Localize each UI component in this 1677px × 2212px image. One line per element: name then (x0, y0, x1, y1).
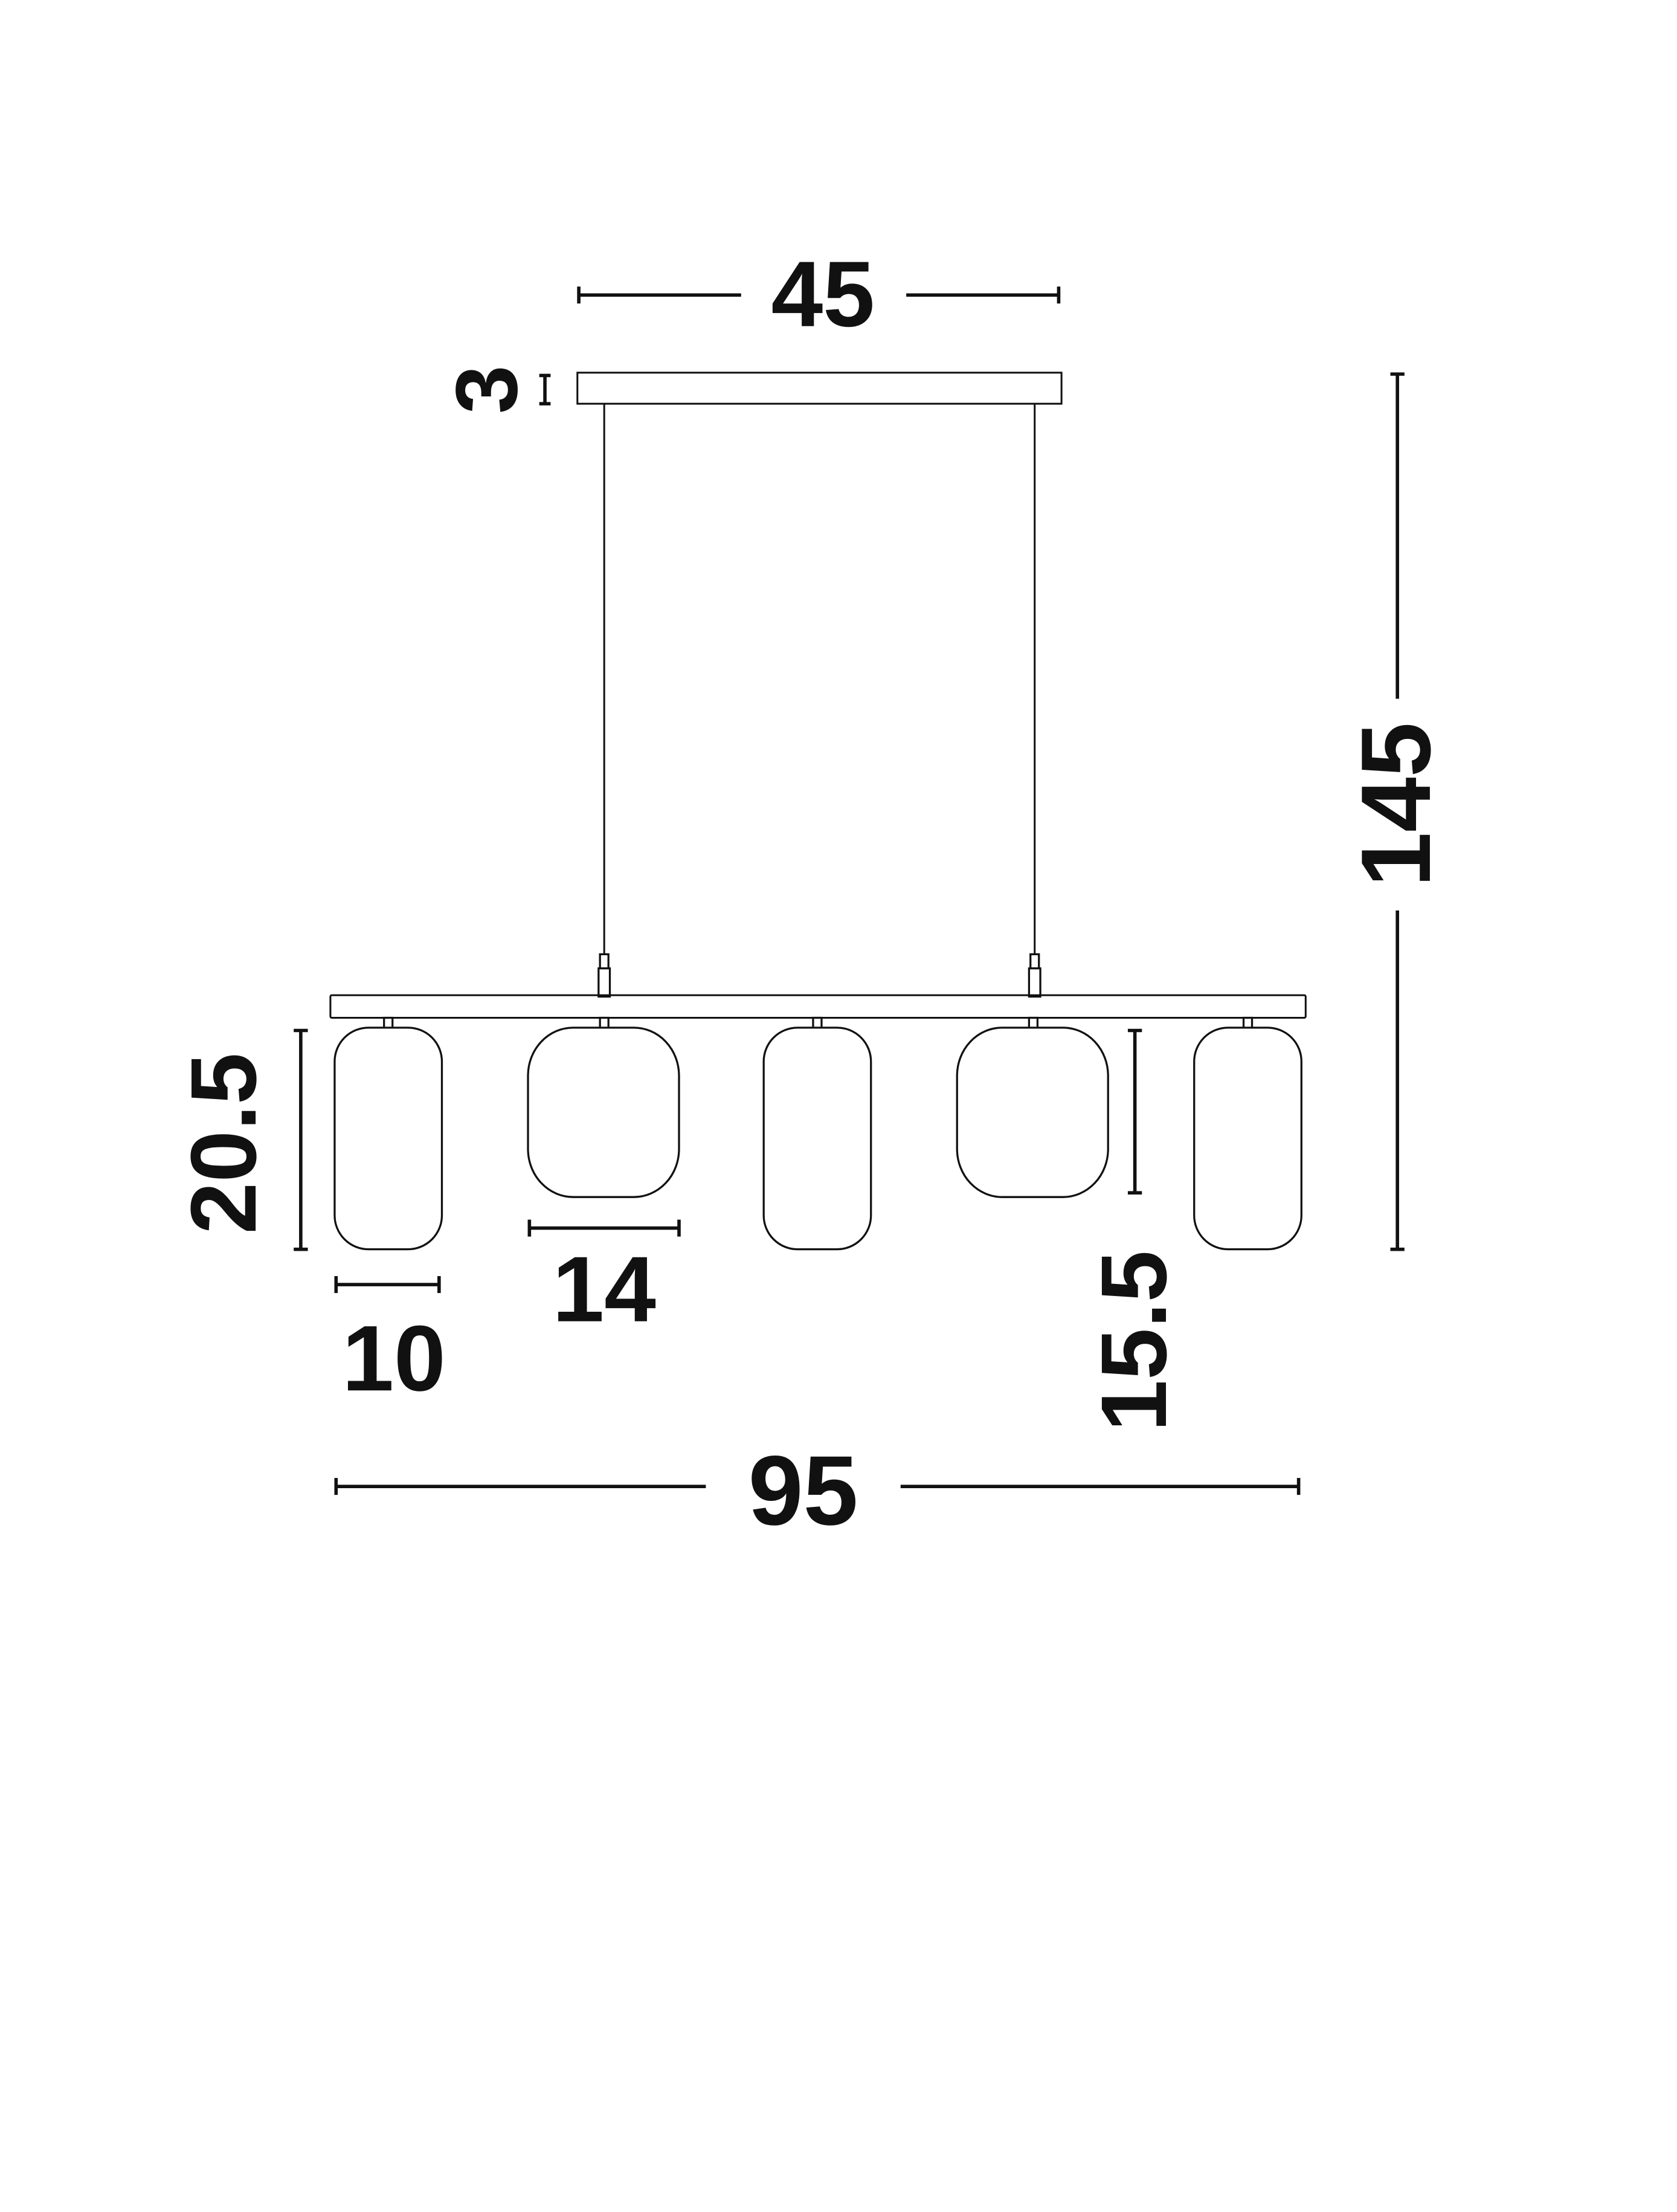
total-height-dimension: 145 (1341, 372, 1451, 1251)
wide-shade-height-dimension: 15.5 (1081, 1028, 1186, 1432)
canopy-width-label: 45 (771, 242, 875, 346)
wide-shade (956, 1016, 1109, 1198)
wide-shade-width-dimension: 14 (527, 1219, 681, 1341)
glass-shades (333, 1016, 1302, 1251)
total-height-label: 145 (1341, 722, 1451, 887)
canopy-height-label: 3 (437, 366, 535, 414)
ceiling-canopy (576, 372, 1063, 405)
canopy-height-dimension: 3 (437, 366, 551, 414)
narrow-shade-height-label: 20.5 (171, 1053, 275, 1234)
wide-shade-width-label: 14 (552, 1237, 656, 1341)
canopy-width-dimension: 45 (577, 242, 1061, 346)
wide-shade-height-label: 15.5 (1081, 1250, 1186, 1431)
narrow-shade (762, 1016, 872, 1251)
total-width-dimension: 95 (334, 1435, 1301, 1546)
narrow-shade (333, 1016, 443, 1251)
total-width-label: 95 (748, 1435, 858, 1546)
narrow-shade-width-dimension: 10 (334, 1276, 446, 1410)
narrow-shade (1193, 1016, 1302, 1251)
narrow-shade-height-dimension: 20.5 (171, 1028, 308, 1251)
lamp-bar (329, 994, 1307, 1019)
suspension-cables (597, 404, 1041, 998)
narrow-shade-width-label: 10 (342, 1306, 446, 1410)
wide-shade (527, 1016, 680, 1198)
